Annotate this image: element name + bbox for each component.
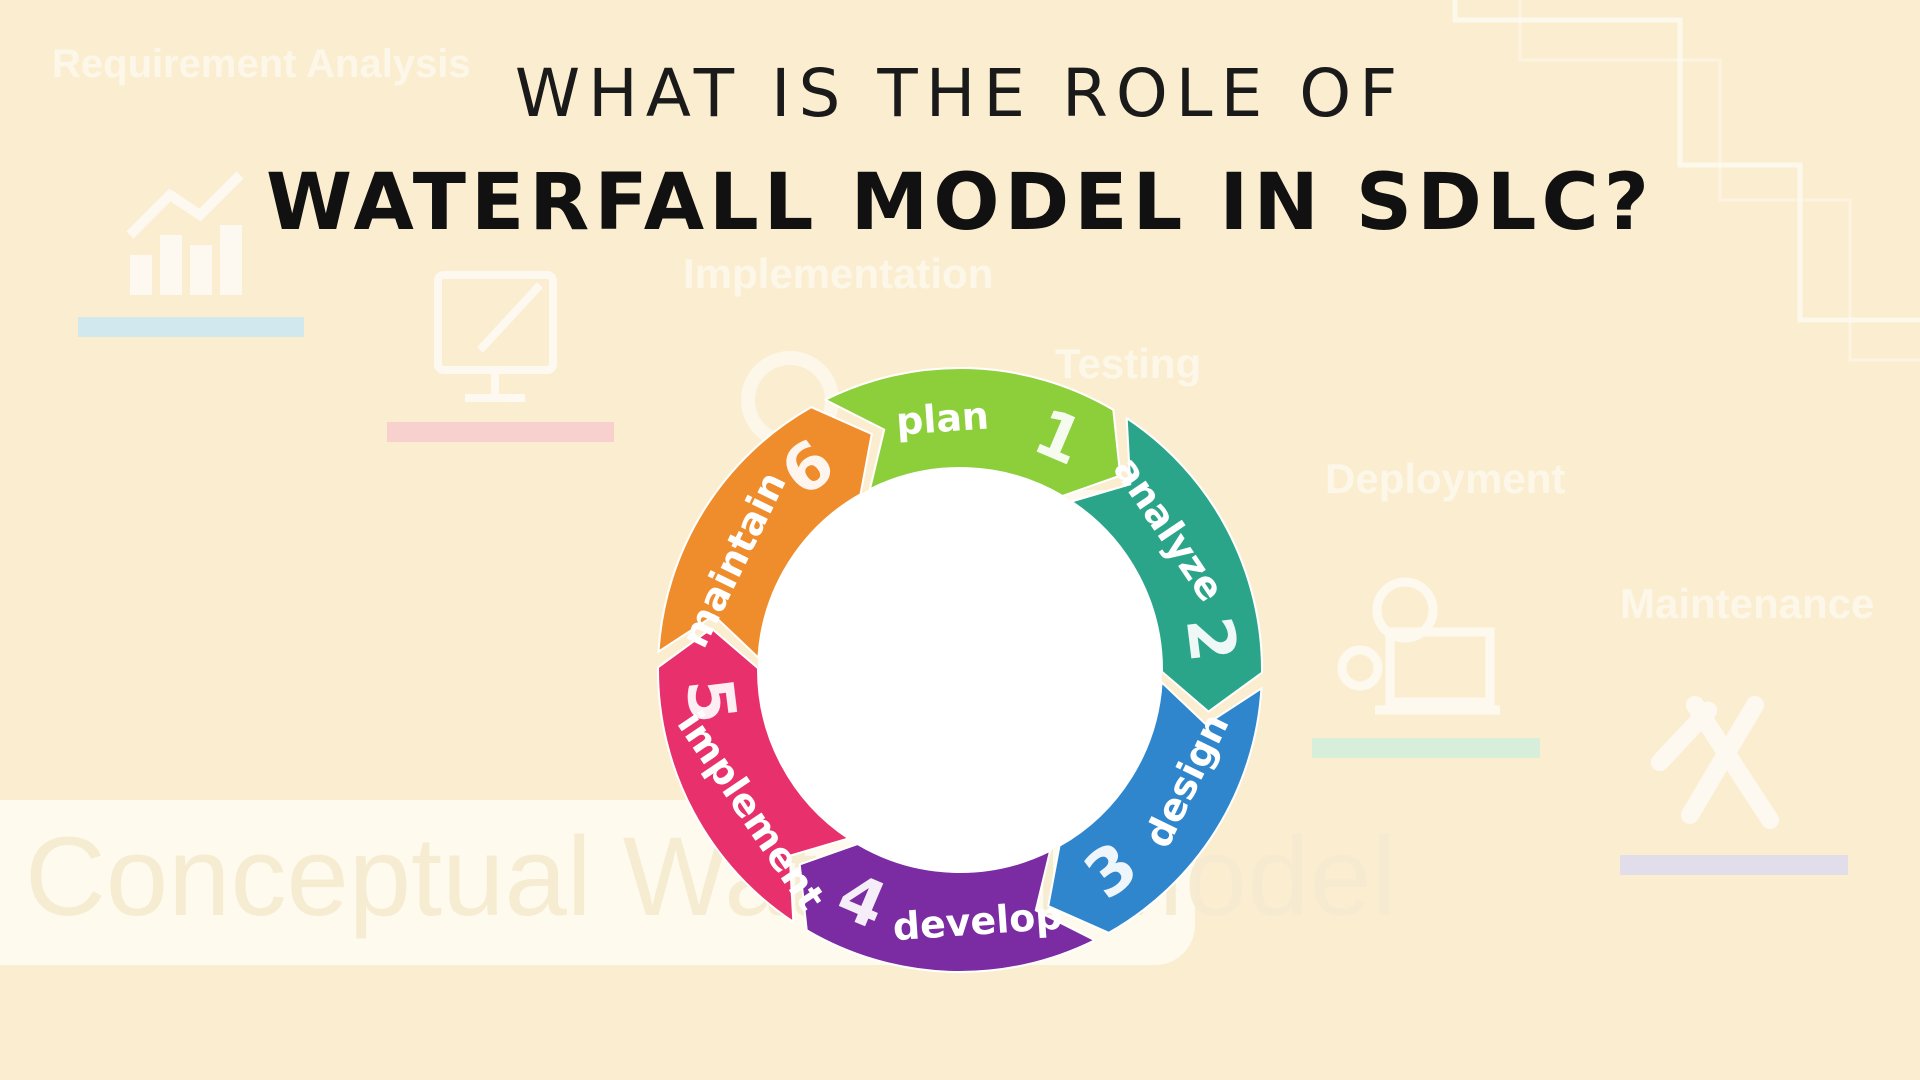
ghost-label-testing: Testing [1055, 340, 1202, 387]
gears-laptop-icon [1337, 577, 1500, 715]
cycle-step-label: plan [895, 393, 991, 443]
title-line-2: WATERFALL MODEL IN SDLC? [265, 158, 1655, 248]
design-monitor-icon [434, 271, 557, 402]
cycle-arrow [1069, 416, 1263, 713]
ghost-bar-pink [387, 422, 614, 442]
ghost-label-implementation: Implementation [683, 250, 994, 297]
title-line-1: WHAT IS THE ROLE OF [514, 55, 1406, 132]
cycle-arrow [657, 406, 873, 660]
cycle-arrow [657, 627, 851, 924]
cycle-step-number: 5 [670, 674, 749, 727]
tools-icon [1650, 696, 1779, 829]
cycle-arrow [823, 367, 1122, 498]
cycle-arrow [798, 842, 1097, 973]
growth-chart-icon [126, 171, 244, 295]
ghost-label-maintenance: Maintenance [1620, 580, 1875, 627]
cycle-arrow [1047, 680, 1263, 934]
cycle-step-number: 2 [1171, 613, 1250, 666]
ghost-bar-mint [1312, 738, 1540, 758]
ghost-label-deployment: Deployment [1325, 455, 1566, 502]
cycle-center [758, 468, 1162, 872]
ghost-label-requirement: Requirement Analysis [52, 42, 471, 86]
ghost-bar-blue [78, 317, 304, 337]
ghost-bar-lavender [1620, 855, 1848, 875]
